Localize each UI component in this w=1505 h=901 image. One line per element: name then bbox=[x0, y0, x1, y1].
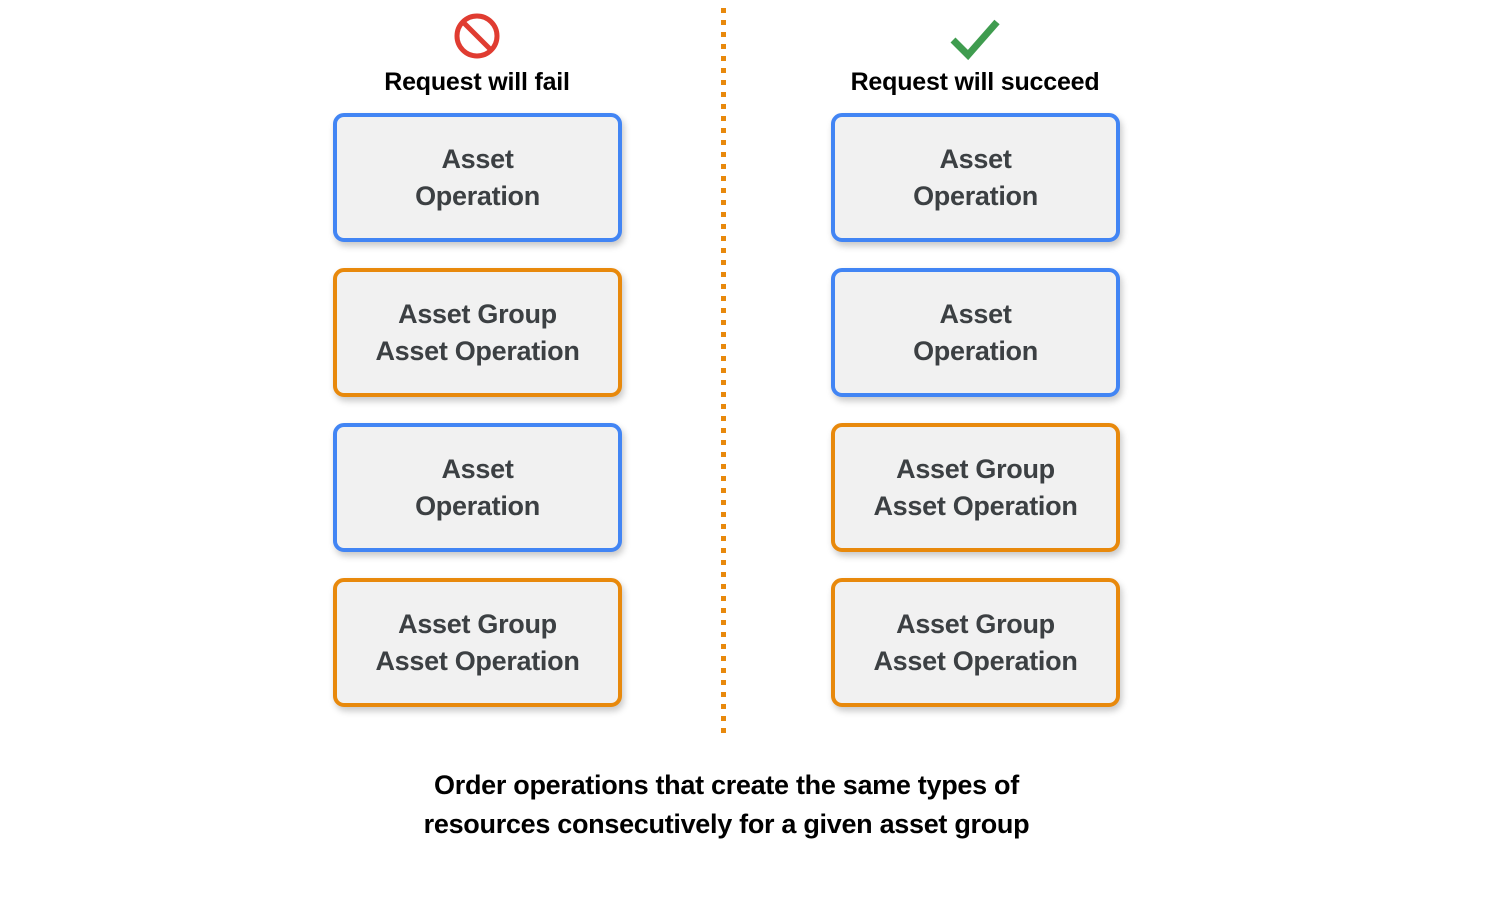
card-label: Asset Operation bbox=[415, 453, 540, 521]
card-asset-operation[interactable]: Asset Operation bbox=[831, 113, 1120, 242]
card-label: Asset Operation bbox=[913, 298, 1038, 366]
card-label: Asset Group Asset Operation bbox=[375, 298, 580, 366]
card-asset-operation[interactable]: Asset Operation bbox=[333, 113, 622, 242]
card-label: Asset Operation bbox=[415, 143, 540, 211]
column-fail-card-stack: Asset Operation Asset Group Asset Operat… bbox=[333, 113, 622, 707]
column-divider bbox=[721, 8, 726, 738]
column-succeed-header: Request will succeed bbox=[825, 10, 1125, 96]
check-icon bbox=[825, 10, 1125, 62]
card-label: Asset Group Asset Operation bbox=[873, 453, 1078, 521]
card-asset-operation[interactable]: Asset Operation bbox=[831, 268, 1120, 397]
card-asset-group-asset-operation[interactable]: Asset Group Asset Operation bbox=[333, 578, 622, 707]
diagram-caption: Order operations that create the same ty… bbox=[423, 770, 1030, 839]
card-label: Asset Group Asset Operation bbox=[375, 608, 580, 676]
card-label: Asset Group Asset Operation bbox=[873, 608, 1078, 676]
card-asset-operation[interactable]: Asset Operation bbox=[333, 423, 622, 552]
card-asset-group-asset-operation[interactable]: Asset Group Asset Operation bbox=[831, 578, 1120, 707]
card-asset-group-asset-operation[interactable]: Asset Group Asset Operation bbox=[831, 423, 1120, 552]
column-fail-header: Request will fail bbox=[327, 10, 627, 96]
column-succeed-title: Request will succeed bbox=[850, 68, 1100, 96]
column-succeed-card-stack: Asset Operation Asset Operation Asset Gr… bbox=[831, 113, 1120, 707]
prohibition-icon bbox=[327, 10, 627, 62]
card-label: Asset Operation bbox=[913, 143, 1038, 211]
column-fail-title: Request will fail bbox=[384, 68, 570, 96]
card-asset-group-asset-operation[interactable]: Asset Group Asset Operation bbox=[333, 268, 622, 397]
